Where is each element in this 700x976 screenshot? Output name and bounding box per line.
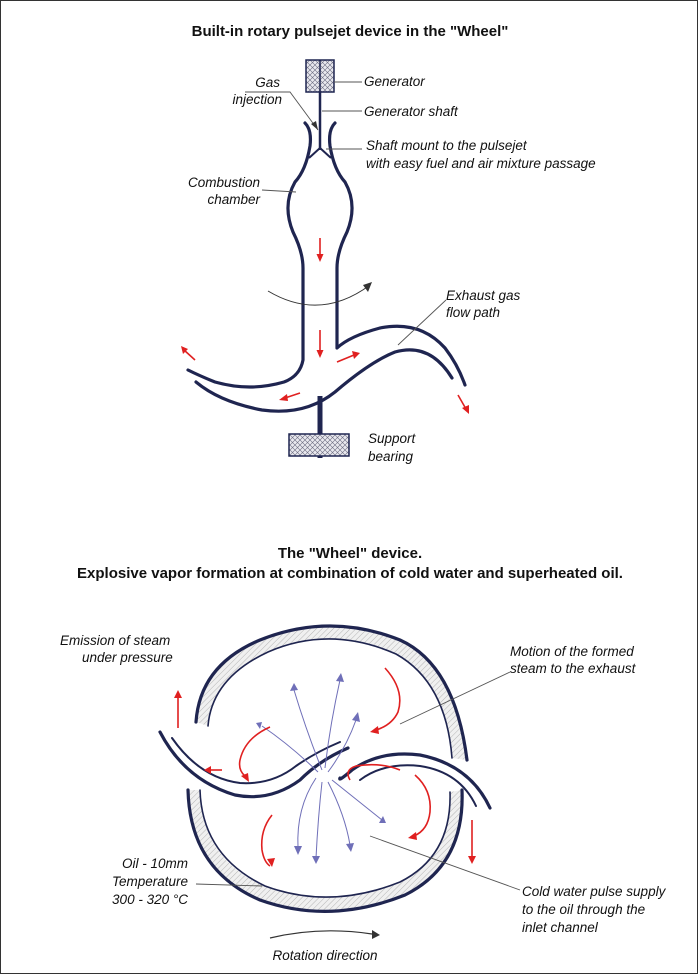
bottom-title-2: Explosive vapor formation at combination… <box>77 565 623 582</box>
bottom-title-1: The "Wheel" device. <box>278 545 422 562</box>
wheel-lower-inner <box>199 789 451 898</box>
label-motion-1: Motion of the formed <box>510 644 634 659</box>
exhaust-flow-arrows <box>181 238 469 414</box>
wheel-upper-outer <box>194 624 469 762</box>
pulsejet-left-wall <box>186 121 313 389</box>
wheel-upper-inner <box>207 638 453 759</box>
support-bearing <box>288 433 350 457</box>
label-motion-2: steam to the exhaust <box>510 661 637 676</box>
label-oil-2: Temperature <box>112 874 188 889</box>
wheel-right-channel-outer <box>338 752 492 810</box>
label-combustion-2: chamber <box>207 192 260 207</box>
label-support-1: Support <box>368 431 417 446</box>
wheel-diagram <box>158 624 521 939</box>
label-cold-3: inlet channel <box>522 920 599 935</box>
wheel-right-channel-inner <box>359 764 477 807</box>
label-gas-2: injection <box>232 92 282 107</box>
label-rotation: Rotation direction <box>272 948 377 963</box>
label-oil-3: 300 - 320 °C <box>112 892 188 907</box>
exhaust-lower-wall <box>194 348 454 413</box>
wheel-left-channel-outer <box>158 730 350 799</box>
shaft-mount <box>308 146 332 159</box>
label-support-2: bearing <box>368 449 414 464</box>
label-exhaust-2: flow path <box>446 305 500 320</box>
label-exhaust-1: Exhaust gas <box>446 288 521 303</box>
label-oil-1: Oil - 10mm <box>122 856 188 871</box>
rotation-arrow <box>269 930 373 939</box>
label-emission-2: under pressure <box>82 650 173 665</box>
wheel-upper-shell <box>196 626 467 760</box>
label-gas-1: Gas <box>255 75 280 90</box>
label-emission-1: Emission of steam <box>60 633 170 648</box>
wheel-lower-outer <box>186 788 464 913</box>
steam-flow-arrows <box>174 667 476 867</box>
top-title: Built-in rotary pulsejet device in the "… <box>192 23 509 40</box>
pulsejet-diagram <box>181 59 469 458</box>
burst-arrows <box>256 673 386 864</box>
label-shaft-mount-1: Shaft mount to the pulsejet <box>366 138 528 153</box>
label-combustion-1: Combustion <box>188 175 260 190</box>
pulsejet-right-wall <box>327 121 467 387</box>
label-generator-shaft: Generator shaft <box>364 104 459 119</box>
label-shaft-mount-2: with easy fuel and air mixture passage <box>366 156 596 171</box>
rotation-arc-top <box>267 284 371 306</box>
wheel-left-channel-inner <box>171 737 341 785</box>
label-cold-1: Cold water pulse supply <box>522 884 667 899</box>
label-cold-2: to the oil through the <box>522 902 645 917</box>
wheel-lower-shell <box>188 790 463 912</box>
rotation-arc-head <box>363 282 372 292</box>
label-generator: Generator <box>364 74 425 89</box>
